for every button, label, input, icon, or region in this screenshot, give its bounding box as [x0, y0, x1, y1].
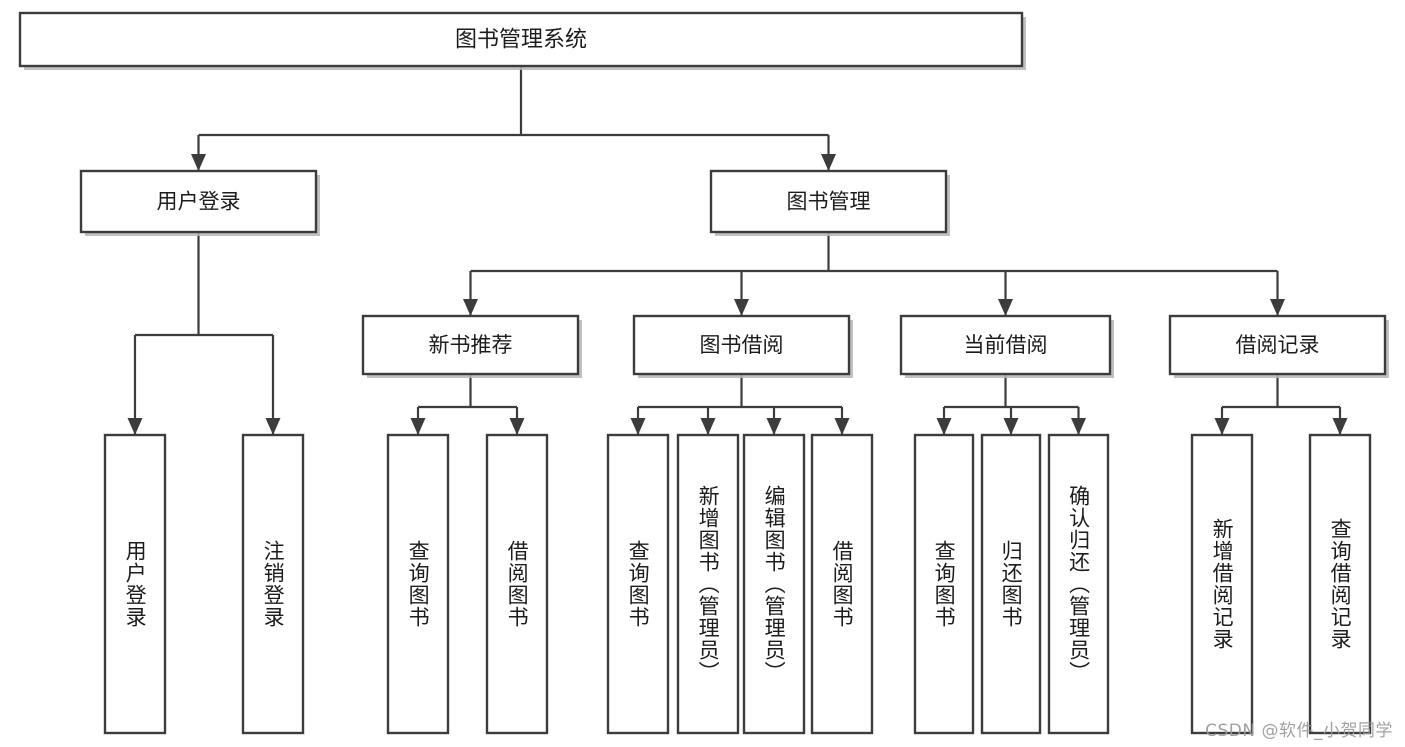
node-leaf-user-login-box[interactable] — [103, 433, 167, 735]
node-leaf-add-record-box[interactable] — [1190, 433, 1254, 735]
conn-user-login-to-leaves-drop-1-arrowhead-icon — [265, 418, 281, 435]
node-user-login-label: 用户登录 — [157, 190, 241, 214]
node-current-borrow-box[interactable] — [899, 314, 1112, 376]
node-book-manage-box[interactable] — [709, 169, 948, 234]
node-leaf-add-book-box[interactable] — [676, 433, 740, 735]
conn-current-borrow-to-leaves-drop-0-arrowhead-icon — [936, 418, 952, 435]
node-leaf-user-logout-box[interactable] — [241, 433, 305, 735]
conn-book-manage-to-level2-drop-2-arrowhead-icon — [998, 299, 1013, 316]
node-leaf-query-book-3-box[interactable] — [913, 433, 975, 735]
node-leaf-confirm-return-box[interactable] — [1047, 433, 1110, 735]
conn-borrow-record-to-leaves-drop-0-arrowhead-icon — [1214, 418, 1230, 435]
conn-book-borrow-to-leaves-drop-3-arrowhead-icon — [834, 418, 850, 435]
node-user-login-box[interactable] — [79, 169, 318, 234]
node-book-borrow-label: 图书借阅 — [700, 333, 784, 357]
conn-book-manage-to-level2-drop-1-arrowhead-icon — [734, 299, 749, 316]
conn-current-borrow-to-leaves-drop-1-arrowhead-icon — [1003, 418, 1019, 435]
node-new-book-recommend-box[interactable] — [361, 314, 580, 376]
conn-root-to-level1-drop-0-arrowhead-icon — [191, 154, 206, 171]
conn-new-book-recommend-to-leaves-drop-1-arrowhead-icon — [509, 418, 525, 435]
conn-book-manage-to-level2-drop-0-arrowhead-icon — [463, 299, 478, 316]
conn-book-borrow-to-leaves-drop-2-arrowhead-icon — [766, 418, 782, 435]
connectors-layer — [127, 66, 1348, 435]
watermark-text: CSDN @软件_小贺同学 — [1205, 721, 1393, 741]
node-leaf-query-book-1-box[interactable] — [386, 433, 450, 735]
node-root-box[interactable] — [18, 11, 1024, 68]
conn-book-manage-to-level2-drop-3-arrowhead-icon — [1270, 299, 1285, 316]
conn-new-book-recommend-to-leaves-drop-0-arrowhead-icon — [410, 418, 426, 435]
node-borrow-record-box[interactable] — [1168, 314, 1387, 376]
node-leaf-query-book-2-box[interactable] — [606, 433, 670, 735]
node-borrow-record-label: 借阅记录 — [1236, 333, 1320, 357]
node-book-borrow-box[interactable] — [632, 314, 851, 376]
conn-root-to-level1-drop-1-arrowhead-icon — [821, 154, 836, 171]
node-leaf-return-book-box[interactable] — [980, 433, 1042, 735]
node-leaf-query-record-box[interactable] — [1308, 433, 1372, 735]
conn-book-borrow-to-leaves-drop-0-arrowhead-icon — [630, 418, 646, 435]
conn-book-borrow-to-leaves-drop-1-arrowhead-icon — [700, 418, 716, 435]
conn-borrow-record-to-leaves-drop-1-arrowhead-icon — [1332, 418, 1348, 435]
node-root-label: 图书管理系统 — [455, 28, 587, 53]
node-book-manage-label: 图书管理 — [787, 190, 871, 214]
node-new-book-recommend-label: 新书推荐 — [429, 333, 513, 357]
conn-user-login-to-leaves-drop-0-arrowhead-icon — [127, 418, 143, 435]
boxes-layer — [18, 11, 1389, 735]
node-leaf-borrow-book-1-box[interactable] — [485, 433, 549, 735]
conn-current-borrow-to-leaves-drop-2-arrowhead-icon — [1071, 418, 1086, 435]
node-current-borrow-label: 当前借阅 — [964, 333, 1048, 357]
node-leaf-borrow-book-2-box[interactable] — [810, 433, 874, 735]
node-leaf-edit-book-box[interactable] — [742, 433, 806, 735]
